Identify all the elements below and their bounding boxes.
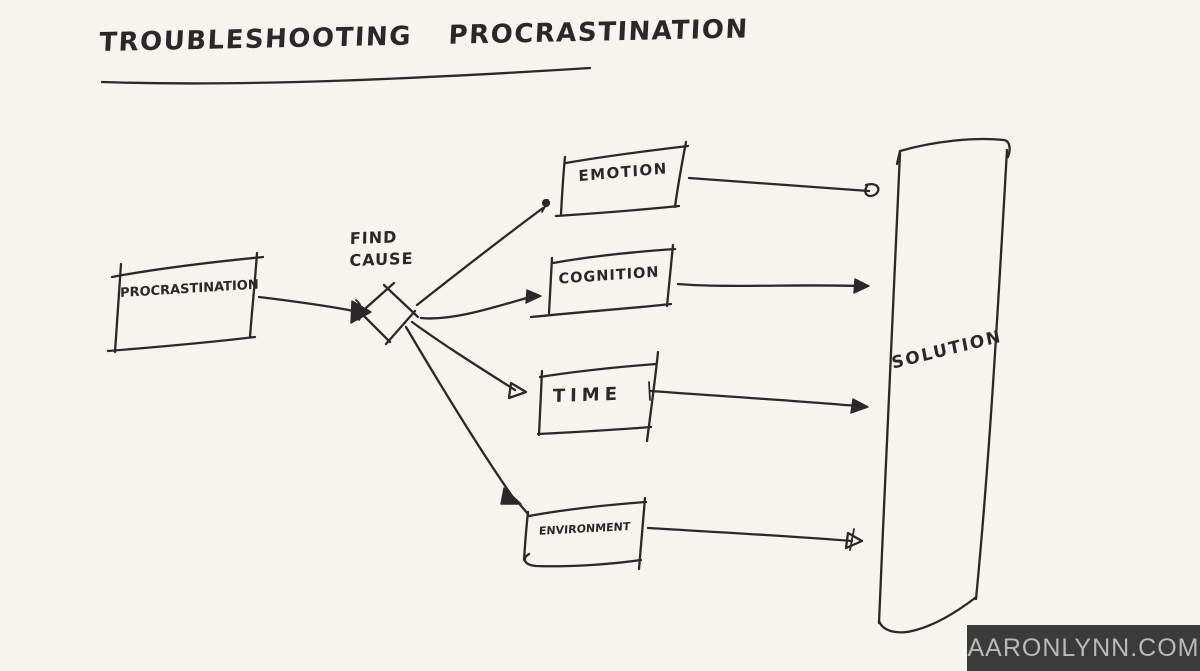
find-cause-label: FIND CAUSE: [349, 226, 414, 271]
find-cause-diamond-outline: [355, 281, 420, 346]
find-cause-line2: CAUSE: [349, 248, 414, 270]
arrow-diamond-to-time: [410, 320, 528, 400]
arrow-diamond-to-environment: [404, 325, 530, 516]
environment-box-outline: [522, 496, 648, 571]
watermark-text: AARONLYNN.COM: [967, 633, 1200, 662]
title-underline: [100, 66, 592, 85]
time-node-label: TIME: [552, 383, 623, 408]
time-box-outline: [536, 350, 660, 443]
arrow-time-to-solution: [648, 381, 869, 414]
arrow-emotion-to-solution: [687, 176, 880, 198]
arrow-diamond-to-cognition: [419, 289, 542, 320]
arrow-environment-to-solution: [646, 526, 864, 551]
solution-box-outline: [877, 137, 1011, 634]
arrow-diamond-to-emotion: [415, 198, 551, 307]
emotion-box-outline: [554, 140, 690, 218]
procrastination-box-outline: [106, 251, 265, 354]
arrow-procrastination-to-diamond: [257, 295, 372, 324]
cognition-box-outline: [529, 243, 677, 319]
find-cause-line1: FIND: [349, 227, 398, 249]
watermark-banner: AARONLYNN.COM: [967, 625, 1200, 671]
arrow-cognition-to-solution: [676, 278, 870, 294]
